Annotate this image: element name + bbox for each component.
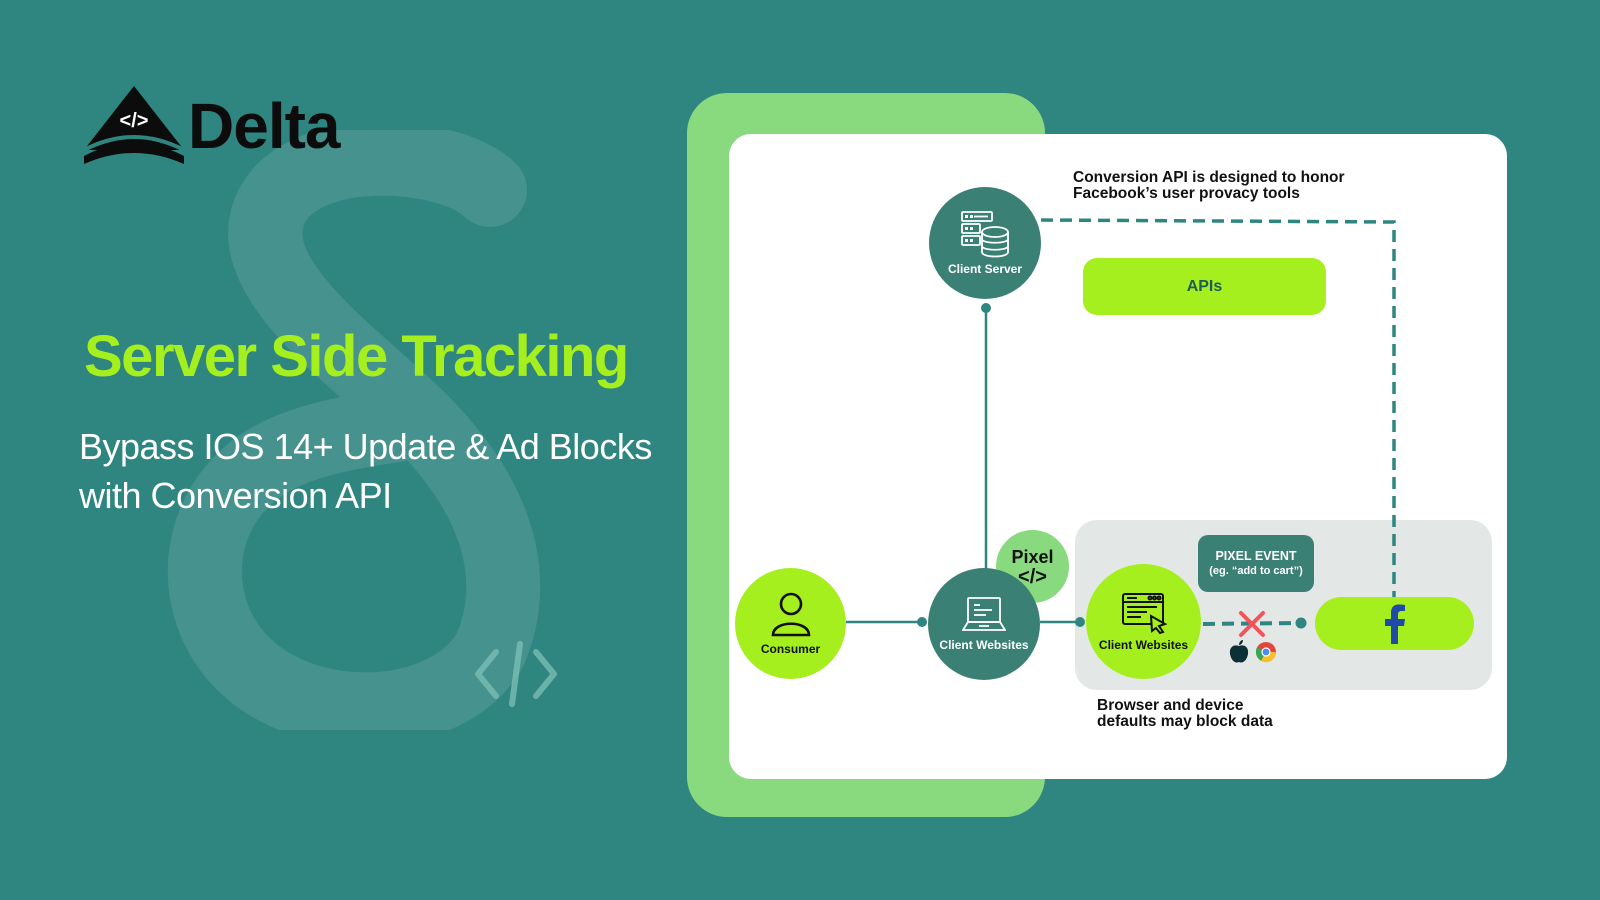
chrome-icon bbox=[1255, 642, 1277, 663]
node-client-server: Client Server bbox=[929, 187, 1041, 299]
brand-logo[interactable]: </> Delta bbox=[82, 84, 352, 166]
node-label: Client Websites bbox=[1098, 637, 1189, 652]
red-x-icon bbox=[1239, 611, 1265, 637]
node-label: Client Websites bbox=[939, 638, 1029, 652]
browser-window-cursor-icon bbox=[1121, 592, 1167, 634]
node-consumer: Consumer bbox=[735, 568, 846, 679]
apis-box: APIs bbox=[1083, 258, 1326, 315]
facebook-endpoint bbox=[1315, 597, 1474, 650]
facebook-icon bbox=[1384, 604, 1405, 644]
browser-block-note: Browser and device defaults may block da… bbox=[1097, 697, 1273, 730]
code-brackets-icon: </> bbox=[1018, 565, 1047, 588]
pixel-label: Pixel bbox=[1011, 546, 1054, 567]
background-delta-symbol bbox=[167, 130, 541, 730]
subtitle-line-2: with Conversion API bbox=[79, 475, 392, 516]
subtitle-line-1: Bypass IOS 14+ Update & Ad Blocks bbox=[79, 426, 652, 467]
page-subtitle: Bypass IOS 14+ Update & Ad Blocks with C… bbox=[79, 422, 652, 520]
node-client-websites: Client Websites bbox=[928, 568, 1040, 680]
code-brackets-icon bbox=[475, 641, 557, 707]
conversion-api-note: Conversion API is designed to honor Face… bbox=[1073, 169, 1345, 202]
server-database-icon bbox=[961, 211, 1009, 258]
node-label: Client Server bbox=[947, 262, 1023, 276]
brand-name: Delta bbox=[188, 90, 340, 162]
apple-icon bbox=[1229, 640, 1249, 663]
code-brackets-triangle-icon: </> bbox=[83, 86, 185, 164]
node-client-websites-browser: Client Websites bbox=[1086, 564, 1201, 679]
laptop-icon bbox=[962, 597, 1006, 631]
node-label: Consumer bbox=[760, 641, 821, 656]
page-title: Server Side Tracking bbox=[84, 324, 629, 389]
svg-text:</>: </> bbox=[120, 110, 149, 132]
pixel-event-box: PIXEL EVENT (eg. “add to cart”) bbox=[1198, 535, 1314, 592]
user-icon bbox=[771, 592, 810, 636]
